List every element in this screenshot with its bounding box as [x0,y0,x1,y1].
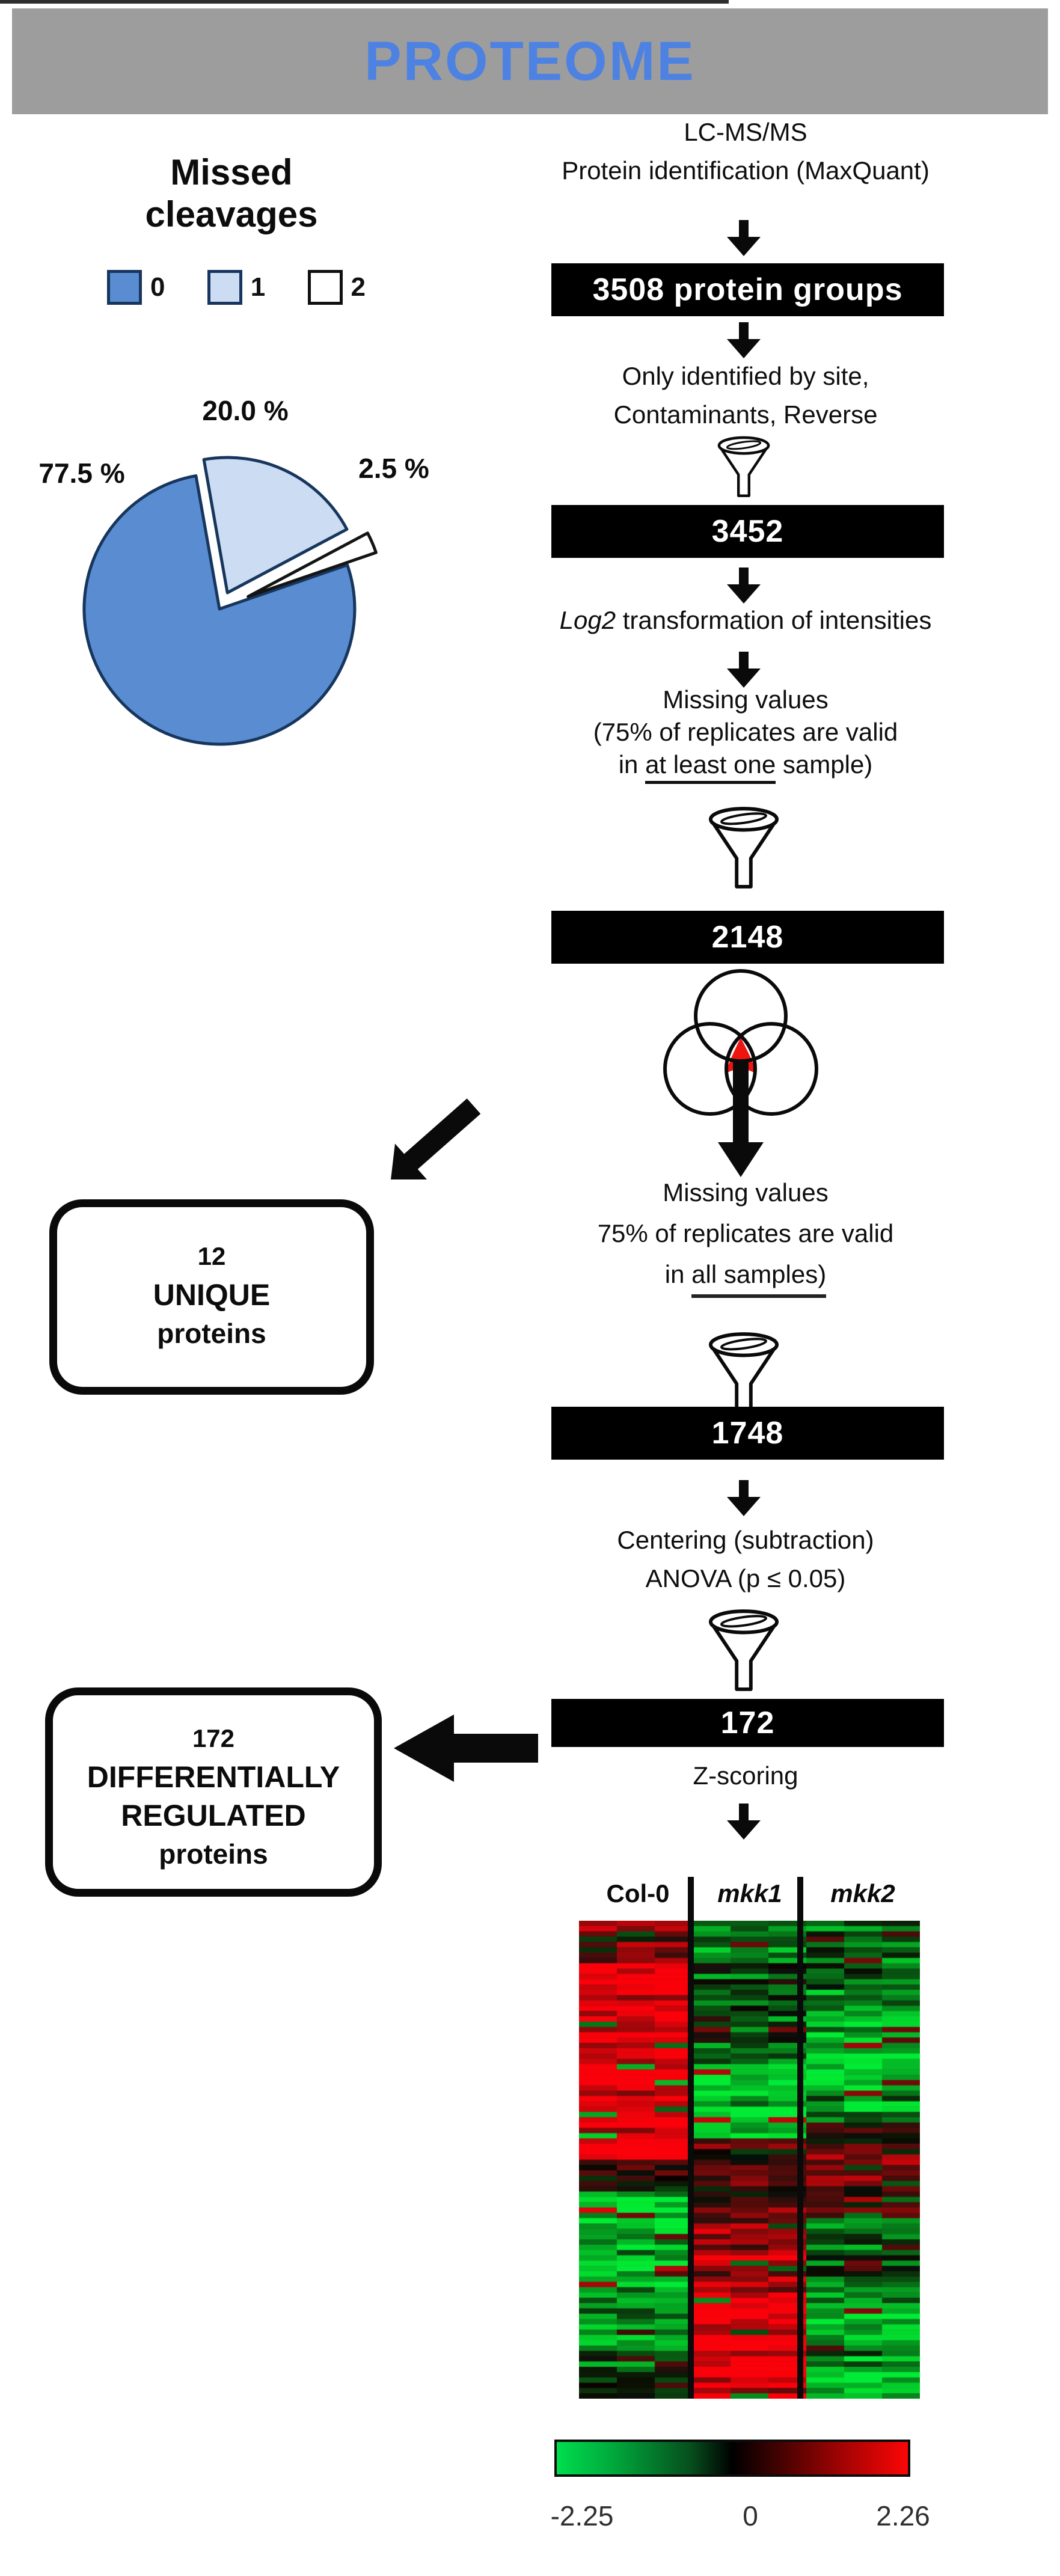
left-arrow-icon [394,1715,538,1782]
pie-legend: 0 1 2 [107,269,366,305]
missing-values1-line2: (75% of replicates are valid [593,718,898,746]
heatmap-col-label-mkk2: mkk2 [830,1879,895,1908]
mv1-suffix: sample) [776,750,873,779]
down-arrow-icon [727,322,761,358]
legend-label-0: 0 [150,272,165,302]
legend-swatch-1 [207,270,242,305]
legend-swatch-2 [307,270,343,305]
unique-word: UNIQUE [153,1278,271,1312]
missing-values2-line2: 75% of replicates are valid [597,1219,894,1247]
page-title: PROTEOME [364,31,696,92]
heatmap-group-divider [688,1877,694,2399]
filter1-text-line1: Only identified by site, [622,362,869,390]
colorbar-min-label: -2.25 [550,2500,614,2532]
colorbar-mid-label: 0 [743,2500,758,2532]
legend-label-1: 1 [250,272,266,302]
down-arrow-icon [727,568,761,604]
pie-slice-0-missed [82,474,357,746]
log2-transformation-text: Log2 transformation of intensities [505,606,986,635]
filter1-text-line2: Contaminants, Reverse [613,400,878,429]
diff-word2: REGULATED [121,1799,306,1832]
down-arrow-icon [727,1804,761,1840]
legend-item-0: 0 [107,270,165,305]
differentially-regulated-box: 172 DIFFERENTIALLY REGULATED proteins [45,1687,382,1897]
pie-label-20: 20.0 % [202,395,289,426]
down-arrow-icon [727,652,761,688]
anova-text: ANOVA (p ≤ 0.05) [645,1564,846,1592]
diff-word1: DIFFERENTIALLY [87,1760,340,1794]
bar-172: 172 [551,1699,944,1747]
heatmap [579,1921,920,2399]
colorbar-max-label: 2.26 [876,2500,930,2532]
pie-title-line1: Missed [170,152,293,192]
legend-label-2: 2 [351,272,366,302]
legend-swatch-0 [107,270,142,305]
lcms-text-line2: Protein identification (MaxQuant) [562,156,930,185]
mv2-prefix: in [664,1260,692,1288]
mv1-underlined: at least one [645,750,776,784]
pie-label-2-5: 2.5 % [358,453,429,484]
pie-slice-1-missed [202,456,349,595]
header-banner: PROTEOME [12,8,1048,114]
log2-italic: Log2 [559,606,616,634]
venn-diagram-icon [663,969,818,1177]
heatmap-col-label-mkk1: mkk1 [717,1879,782,1908]
funnel-icon [717,436,770,497]
bar-2148: 2148 [551,911,944,964]
diff-count: 172 [192,1724,235,1752]
pie-label-77: 77.5 % [38,457,125,489]
zscoring-text: Z-scoring [693,1761,798,1790]
bar-1748: 1748 [551,1407,944,1460]
funnel-icon [708,807,779,889]
heatmap-colorbar [554,2440,910,2477]
log2-rest: transformation of intensities [616,606,932,634]
heatmap-col-label-col0: Col-0 [606,1879,670,1908]
mv1-prefix: in [618,750,646,779]
unique-proteins-box: 12 UNIQUE proteins [49,1199,374,1395]
diagonal-arrow-icon [391,1098,481,1179]
missing-values1-line3: in at least one sample) [505,750,986,784]
down-arrow-icon [727,220,761,256]
bar-3452: 3452 [551,505,944,558]
missing-values2-line3: in all samples) [505,1260,986,1298]
centering-text: Centering (subtraction) [617,1526,874,1554]
missing-values2-line1: Missing values [663,1178,829,1207]
unique-count: 12 [197,1242,226,1270]
missed-cleavages-pie-chart [82,456,378,746]
bar-3508-protein-groups: 3508 protein groups [551,263,944,316]
lcms-text-line1: LC-MS/MS [684,118,807,146]
unique-proteins-word: proteins [157,1318,266,1349]
funnel-icon [708,1332,779,1414]
scan-artifact-line [0,0,729,4]
funnel-icon [708,1609,779,1691]
legend-item-1: 1 [207,270,265,305]
missing-values1-line1: Missing values [663,685,829,714]
pie-slice-2-missed [247,531,378,598]
heatmap-group-divider [797,1877,803,2399]
legend-item-2: 2 [307,270,366,305]
mv2-underlined: all samples) [691,1260,827,1298]
diff-proteins-word: proteins [159,1838,268,1870]
down-arrow-icon [727,1480,761,1516]
pie-title-line2: cleavages [145,194,318,234]
